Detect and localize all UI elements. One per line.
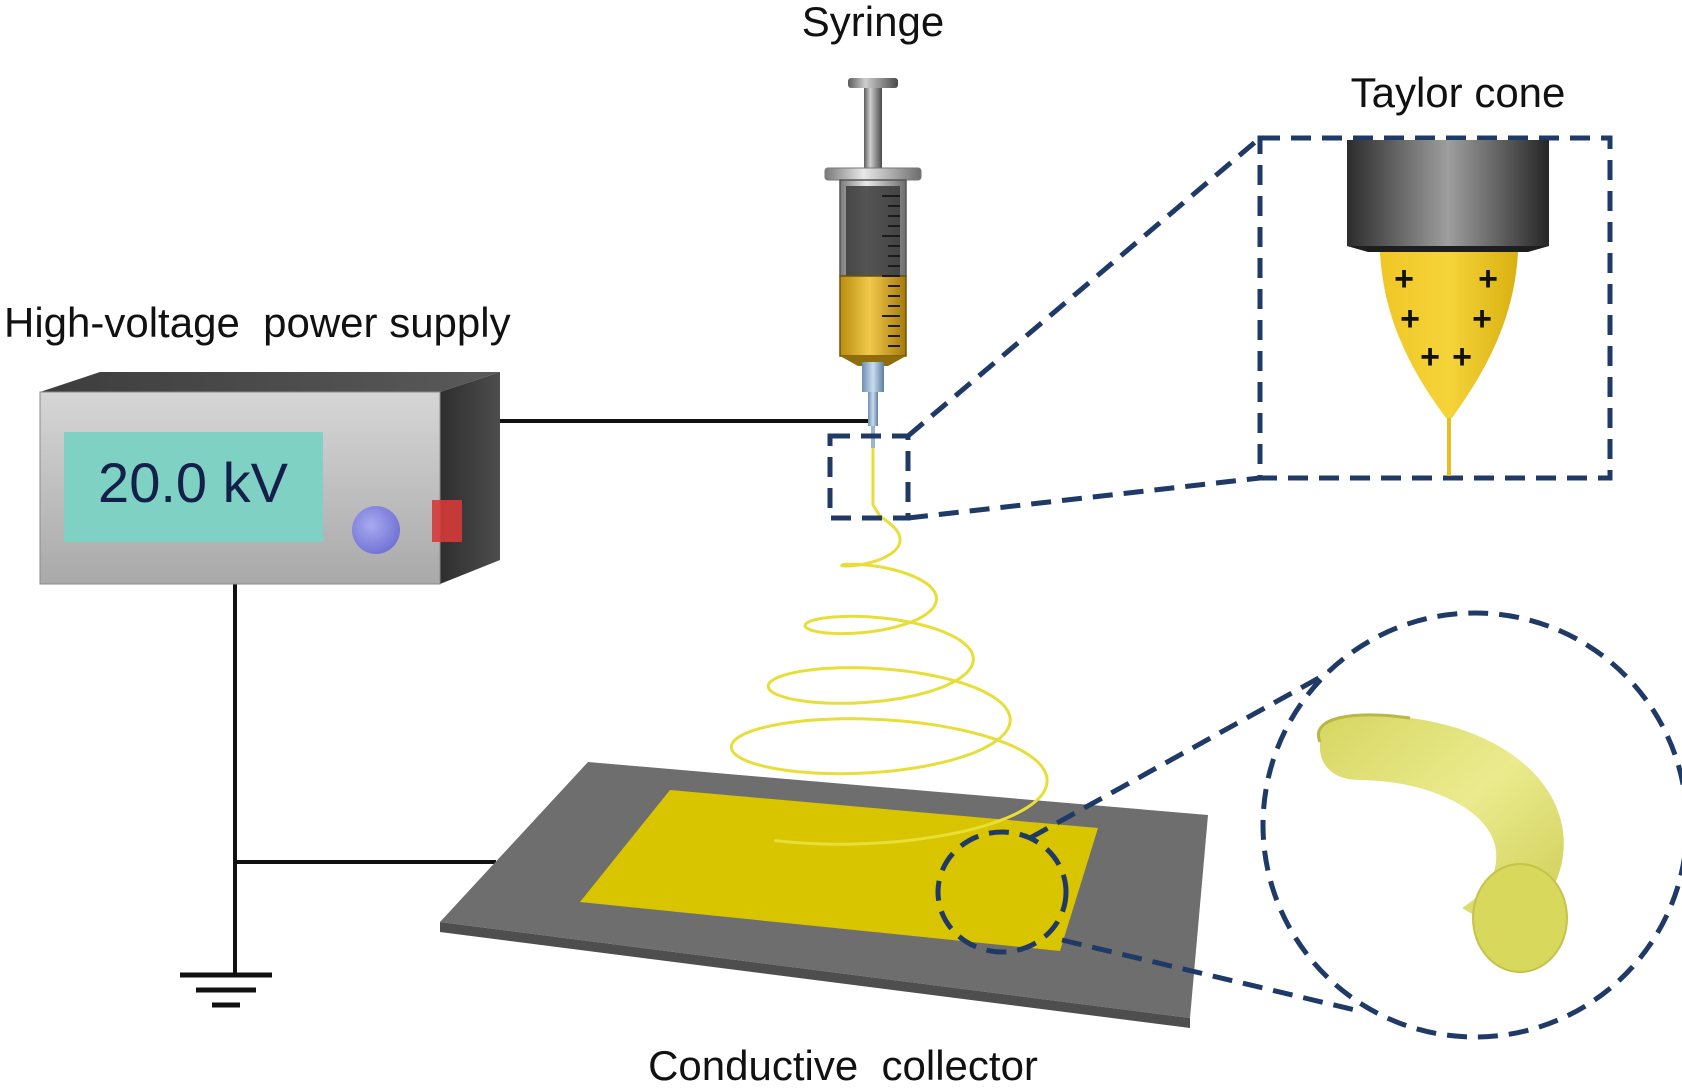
fiber-zoom bbox=[935, 610, 1682, 1040]
syringe-tip bbox=[840, 356, 906, 366]
fiber-cross-section bbox=[1472, 863, 1568, 973]
nozzle-rim bbox=[1347, 246, 1549, 252]
plunger-rod bbox=[864, 88, 882, 168]
charge-symbols: ++++++ bbox=[1394, 260, 1498, 376]
fiber-spiral bbox=[729, 448, 1049, 846]
charge-plus: + bbox=[1472, 300, 1492, 338]
charge-plus: + bbox=[1394, 260, 1414, 298]
fiber-jet-path bbox=[729, 448, 1049, 846]
zoom-connector-top bbox=[906, 136, 1262, 438]
plunger-thumb-rest bbox=[848, 78, 898, 88]
label-collector: Conductive collector bbox=[648, 1042, 1038, 1084]
zoom-connector-bottom bbox=[907, 475, 1261, 521]
voltage-knob bbox=[352, 506, 400, 554]
syringe-icon bbox=[824, 78, 922, 448]
zoom-connector-lower bbox=[1061, 937, 1356, 1013]
charge-plus: + bbox=[1478, 260, 1498, 298]
charge-plus: + bbox=[1420, 338, 1440, 376]
taylor-cone-shape bbox=[1380, 252, 1518, 418]
syringe-flange bbox=[824, 167, 922, 181]
ground-symbol-icon bbox=[180, 972, 272, 1008]
labels: Syringe Taylor cone High-voltage power s… bbox=[4, 0, 1566, 1089]
nozzle bbox=[1347, 140, 1549, 246]
zoom-source-box bbox=[827, 433, 911, 521]
voltage-readout: 20.0 kV bbox=[98, 451, 289, 514]
collector-plate-edge bbox=[440, 922, 1190, 1028]
label-taylor-cone: Taylor cone bbox=[1351, 69, 1566, 116]
power-supply-top bbox=[40, 372, 500, 392]
needle-icon bbox=[868, 392, 878, 426]
taylor-cone-zoom: ++++++ bbox=[827, 135, 1613, 521]
zoom-source-circle bbox=[935, 829, 1069, 955]
power-switch bbox=[432, 500, 462, 542]
charge-plus: + bbox=[1452, 338, 1472, 376]
wiring bbox=[233, 419, 868, 975]
plunger-stopper bbox=[846, 186, 900, 276]
fiber-end-top bbox=[1317, 713, 1411, 743]
voltage-display bbox=[64, 432, 323, 542]
needle-hub bbox=[862, 362, 884, 392]
charge-plus: + bbox=[1400, 300, 1420, 338]
fiber-inset bbox=[1260, 610, 1682, 1040]
syringe-graduations bbox=[882, 195, 900, 347]
high-voltage-power-supply: 20.0 kV bbox=[39, 372, 500, 585]
label-power-supply: High-voltage power supply bbox=[4, 299, 511, 346]
label-syringe: Syringe bbox=[802, 0, 944, 45]
power-supply-side bbox=[440, 372, 500, 584]
